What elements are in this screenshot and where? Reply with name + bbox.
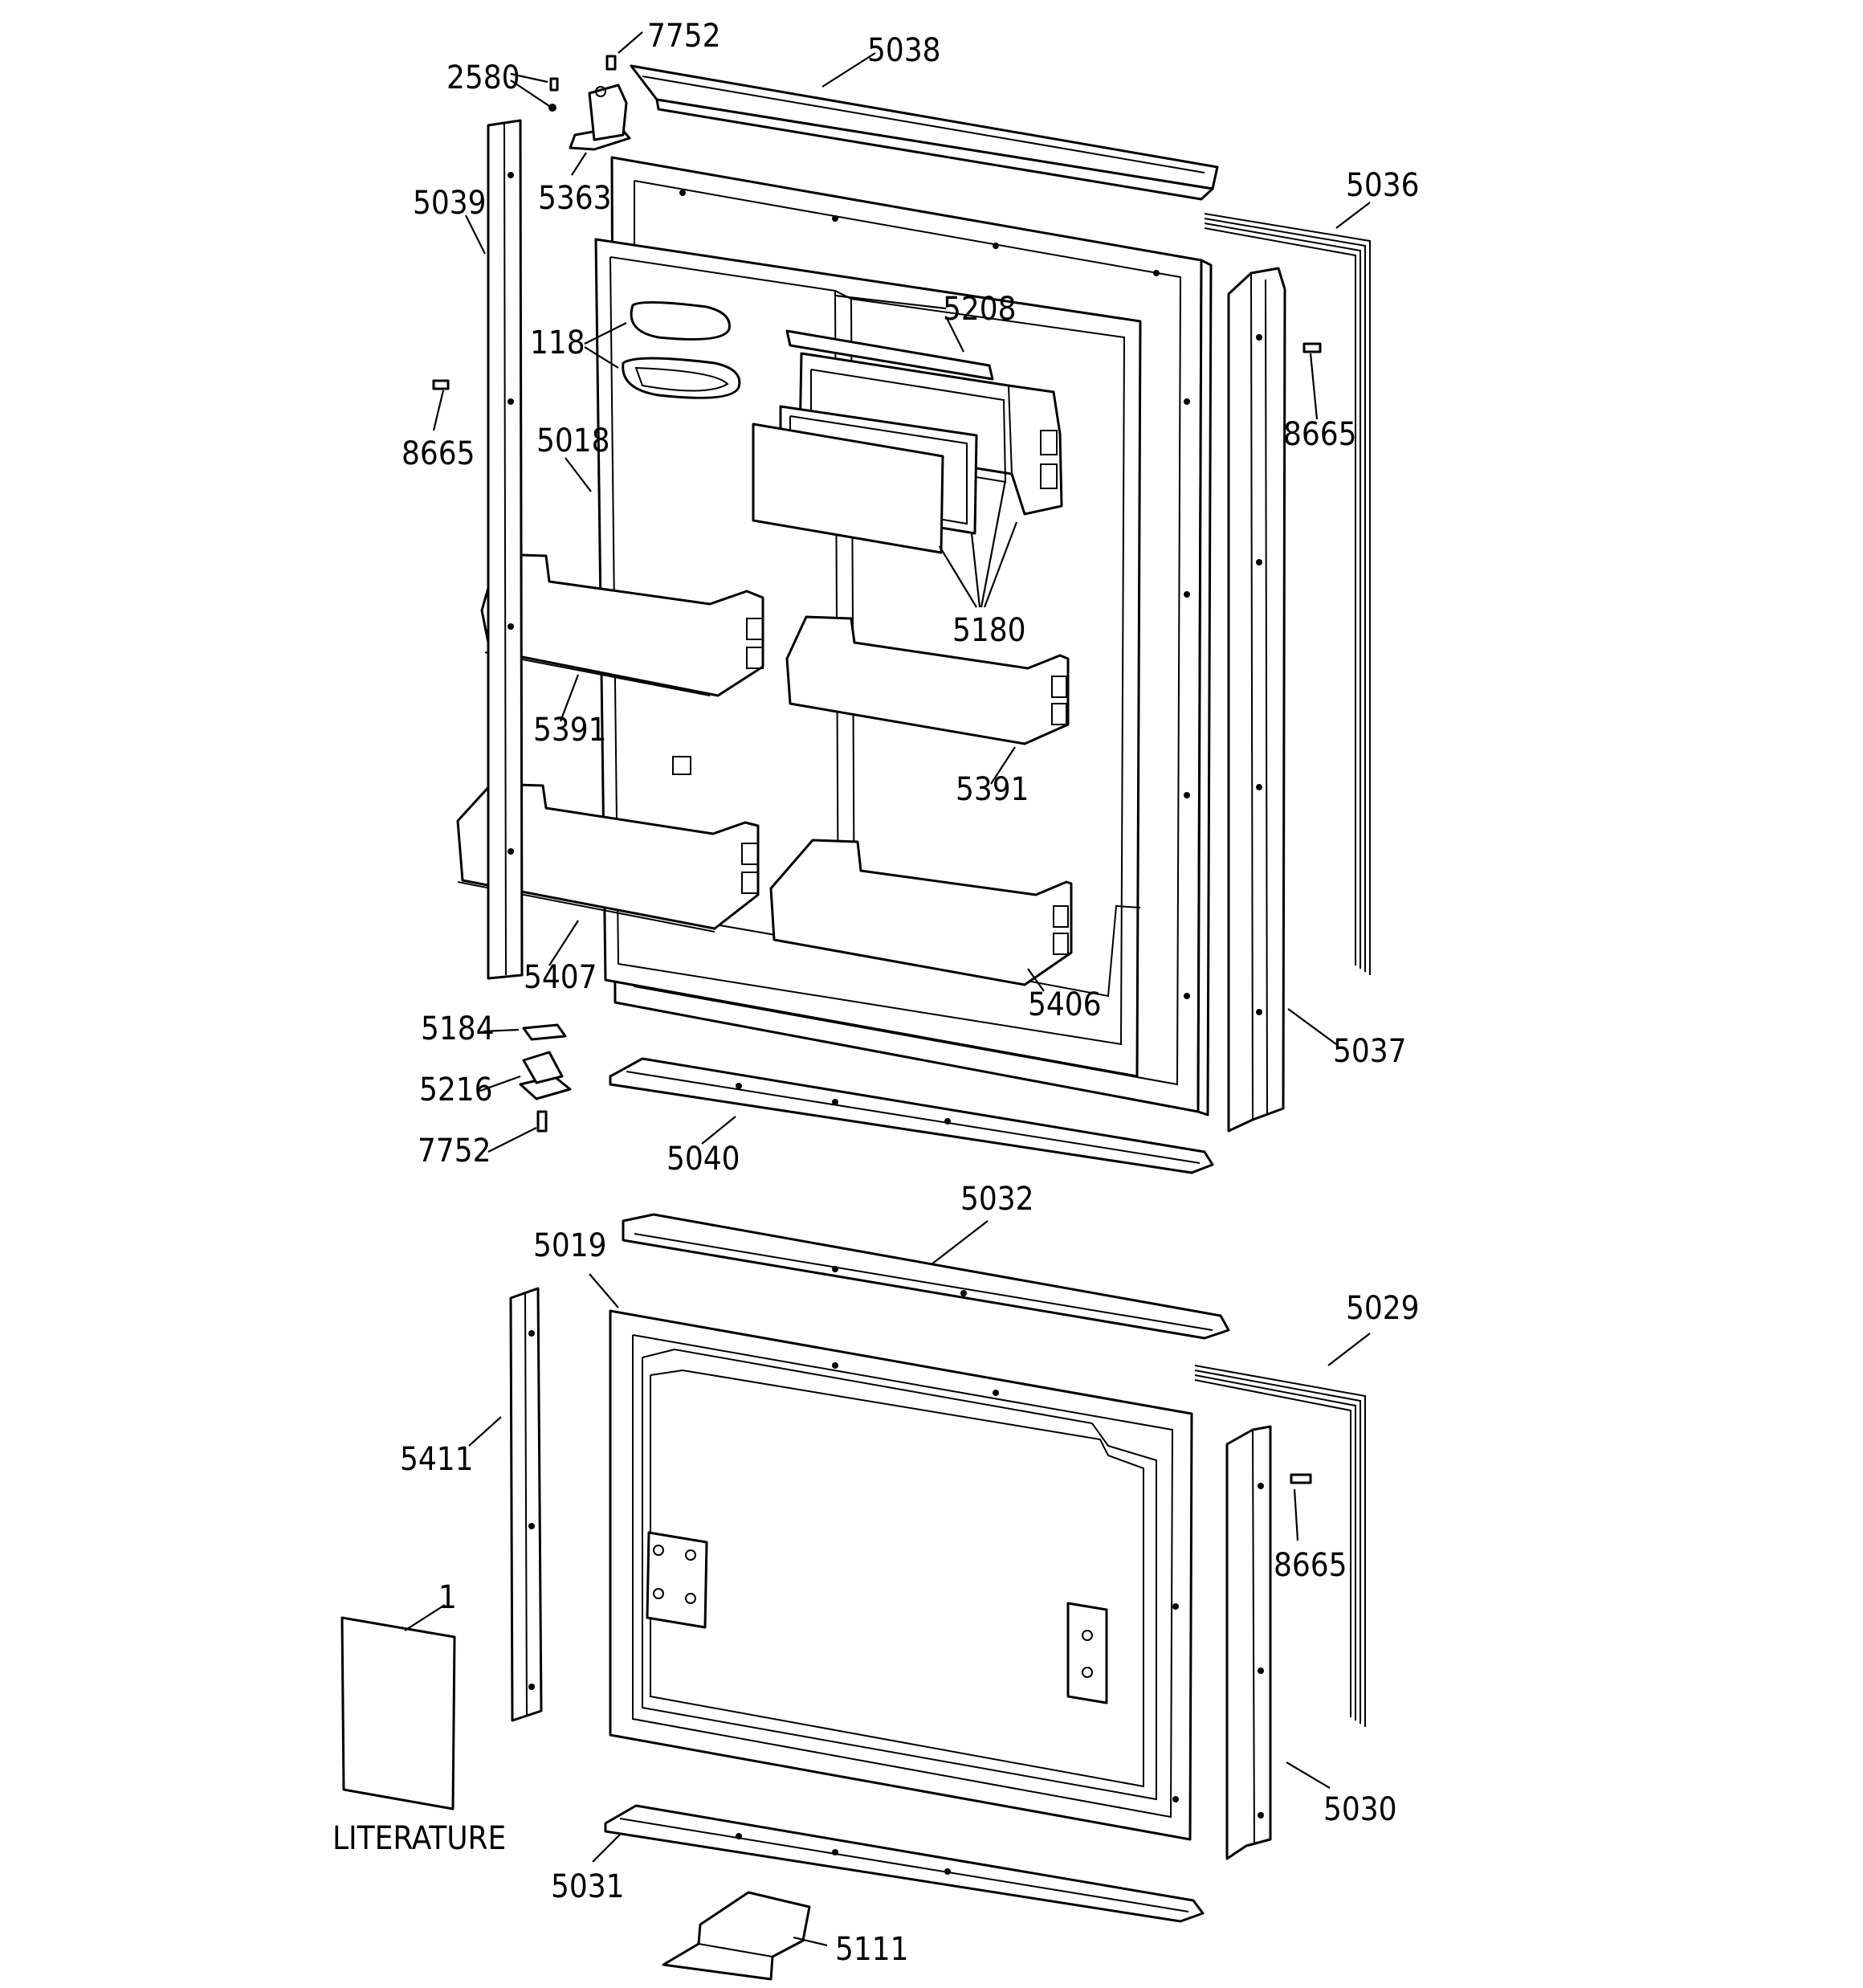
top-trim-5032 (622, 1213, 1230, 1340)
dairy-bin-cover-front (752, 423, 944, 554)
label-2580: 2580 (446, 59, 520, 96)
label-5036: 5036 (1346, 167, 1420, 204)
part-labels: 7752 2580 5038 5363 5039 5036 5208 118 8… (332, 18, 1420, 1968)
pin-2580-icon (548, 77, 559, 112)
leader-lines (404, 31, 1371, 1947)
top-trim-5038 (630, 64, 1219, 201)
label-118: 118 (530, 325, 585, 361)
label-5391-left: 5391 (533, 712, 607, 749)
hinge-bottom-5216 (519, 1051, 572, 1100)
label-5039: 5039 (413, 185, 487, 222)
label-5391-right: 5391 (956, 771, 1029, 808)
door-shelf-right-lower-5406 (769, 839, 1073, 986)
label-5031: 5031 (551, 1868, 625, 1905)
screw-7752-top-icon (605, 55, 617, 71)
gasket-5029 (1194, 1365, 1366, 1727)
label-5406: 5406 (1028, 986, 1102, 1023)
hinge-top-5363 (569, 84, 631, 151)
label-5363: 5363 (538, 180, 612, 217)
door-shelf-right-upper-5391 (785, 615, 1070, 745)
label-7752-top: 7752 (647, 18, 721, 55)
literature-booklet-1 (340, 1616, 456, 1810)
right-trim-5037 (1227, 267, 1286, 1133)
label-5032: 5032 (960, 1181, 1034, 1218)
label-5040: 5040 (667, 1141, 740, 1178)
label-5180: 5180 (952, 612, 1026, 649)
screw-8665-left-icon (432, 379, 450, 390)
literature-caption: LITERATURE (332, 1820, 506, 1857)
label-1: 1 (438, 1579, 457, 1616)
label-5411: 5411 (400, 1441, 474, 1478)
screw-8665-lower-icon (1290, 1473, 1312, 1484)
freezer-door-liner-5019 (609, 1309, 1193, 1841)
label-5019: 5019 (533, 1227, 607, 1264)
label-8665-lower: 8665 (1274, 1547, 1347, 1584)
label-5407: 5407 (524, 959, 597, 996)
label-5208: 5208 (943, 291, 1017, 328)
label-5029: 5029 (1346, 1290, 1420, 1327)
shim-5184 (522, 1023, 567, 1041)
label-5038: 5038 (867, 32, 941, 69)
bracket-5111 (662, 1891, 811, 1981)
label-5037: 5037 (1333, 1033, 1407, 1070)
egg-tray-upper-118 (630, 300, 731, 341)
label-5216: 5216 (419, 1072, 493, 1108)
egg-tray-lower-118 (622, 357, 741, 399)
left-trim-5039 (487, 119, 524, 980)
left-trim-5411 (509, 1287, 543, 1722)
door-shelf-left-lower-5407 (456, 782, 760, 933)
right-trim-5030 (1225, 1425, 1272, 1860)
screw-7752-bottom-icon (536, 1110, 548, 1133)
label-5111: 5111 (835, 1931, 909, 1968)
label-7752-bottom: 7752 (418, 1133, 491, 1170)
bottom-trim-5031 (604, 1804, 1205, 1923)
label-5030: 5030 (1323, 1791, 1397, 1828)
label-8665-right: 8665 (1283, 416, 1357, 453)
label-8665-left: 8665 (402, 435, 475, 472)
label-5184: 5184 (421, 1010, 495, 1047)
screw-8665-right-icon (1302, 342, 1322, 353)
label-5018: 5018 (536, 423, 610, 459)
gasket-5036 (1204, 213, 1371, 975)
bottom-trim-5040 (609, 1057, 1214, 1174)
